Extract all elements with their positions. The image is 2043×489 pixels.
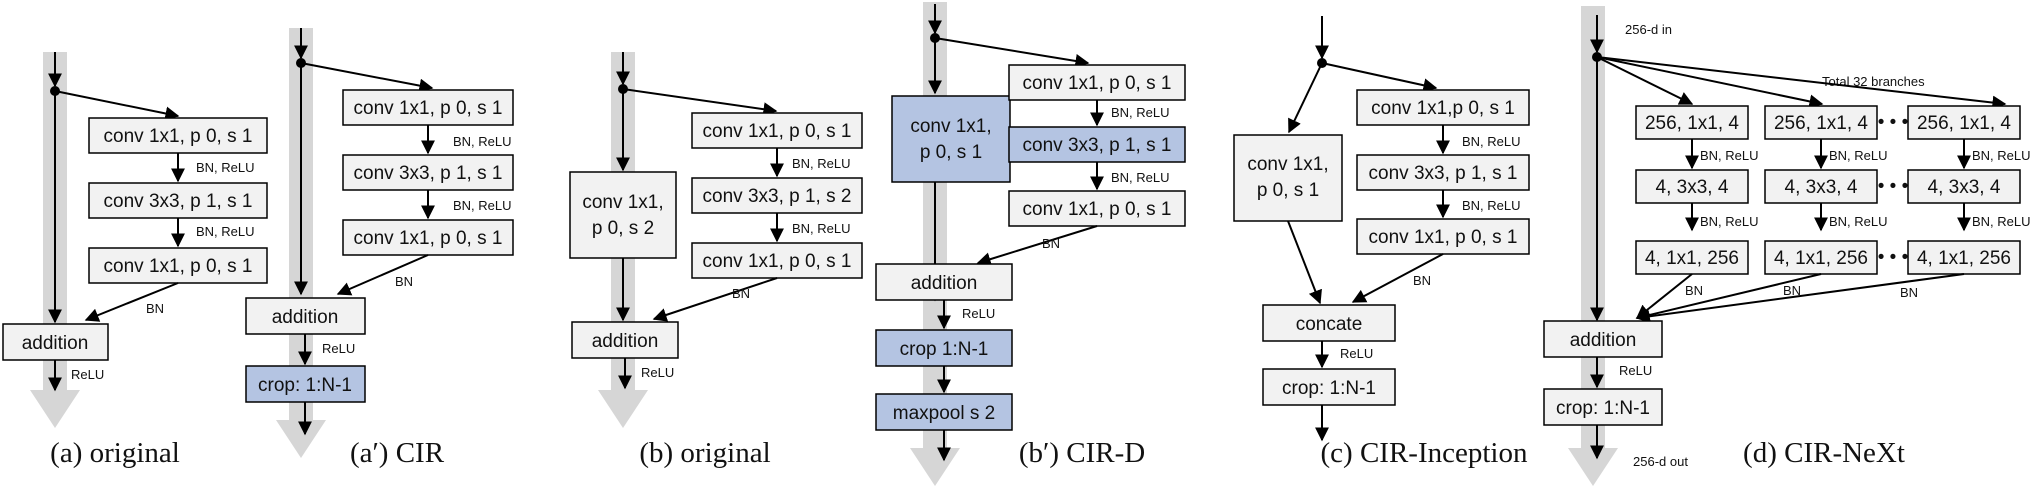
addition-box-d: addition <box>1570 330 1637 351</box>
bn-relu-label: BN, ReLU <box>196 224 255 239</box>
bn-label: BN <box>1042 236 1060 251</box>
conv-box-a-prime-2: conv 3x3, p 1, s 1 <box>354 163 503 184</box>
relu-label: ReLU <box>1340 346 1373 361</box>
caption-a-prime: (a′) CIR <box>350 437 445 469</box>
addition-box-a: addition <box>22 333 89 354</box>
ellipsis-row-3: • • • <box>1878 247 1909 268</box>
branch-2-conv-3: 4, 1x1, 256 <box>1774 248 1868 269</box>
branch-32-conv-2: 4, 3x3, 4 <box>1928 177 2001 198</box>
bn-relu-label: BN, ReLU <box>1972 214 2031 229</box>
branch-1-conv-3: 4, 1x1, 256 <box>1645 248 1739 269</box>
caption-c: (c) CIR-Inception <box>1321 437 1528 469</box>
crop-box-a-prime: crop: 1:N-1 <box>258 375 352 396</box>
bn-relu-label: BN, ReLU <box>1700 148 1759 163</box>
bn-relu-label: BN, ReLU <box>1829 214 1888 229</box>
conv-box-a-3: conv 1x1, p 0, s 1 <box>104 256 253 277</box>
conv-box-a-2: conv 3x3, p 1, s 1 <box>104 191 253 212</box>
bn-relu-label: BN, ReLU <box>1111 170 1170 185</box>
bn-relu-label: BN, ReLU <box>453 198 512 213</box>
conv-box-b-3: conv 1x1, p 0, s 1 <box>703 251 852 272</box>
relu-label: ReLU <box>322 341 355 356</box>
branch-1-conv-1: 256, 1x1, 4 <box>1645 113 1739 134</box>
conv-box-a-prime-3: conv 1x1, p 0, s 1 <box>354 228 503 249</box>
conv-box-a-1: conv 1x1, p 0, s 1 <box>104 126 253 147</box>
panel-c-cir-inception: conv 1x1, p 0, s 1 conv 1x1,p 0, s 1 BN,… <box>1233 16 1530 469</box>
panel-b-original: conv 1x1, p 0, s 2 conv 1x1, p 0, s 1 BN… <box>569 52 863 469</box>
conv-box-b-2: conv 3x3, p 1, s 2 <box>703 186 852 207</box>
branch-conv-c-line2: p 0, s 1 <box>1257 180 1319 201</box>
bn-relu-label: BN, ReLU <box>1700 214 1759 229</box>
output-dim-label: 256-d out <box>1633 454 1688 469</box>
crop-box-b-prime: crop 1:N-1 <box>900 339 989 360</box>
shortcut-conv-b-prime-line2: p 0, s 1 <box>920 142 982 163</box>
conv-box-c-3: conv 1x1, p 0, s 1 <box>1369 227 1518 248</box>
branch-32-conv-3: 4, 1x1, 256 <box>1917 248 2011 269</box>
branch-1-conv-2: 4, 3x3, 4 <box>1656 177 1729 198</box>
relu-label: ReLU <box>1619 363 1652 378</box>
conv-box-b-1: conv 1x1, p 0, s 1 <box>703 121 852 142</box>
bn-relu-label: BN, ReLU <box>792 156 851 171</box>
panel-d-cir-next: 256-d in Total 32 branches 256, 1x1, 4 B… <box>1543 6 2031 486</box>
caption-a: (a) original <box>50 437 180 469</box>
bn-relu-label: BN, ReLU <box>1829 148 1888 163</box>
relu-label: ReLU <box>962 306 995 321</box>
addition-box-a-prime: addition <box>272 307 339 328</box>
bn-label: BN <box>1900 285 1918 300</box>
maxpool-box-b-prime: maxpool s 2 <box>893 403 995 424</box>
ellipsis-row-1: • • • <box>1878 112 1909 133</box>
branch-32-conv-1: 256, 1x1, 4 <box>1917 113 2011 134</box>
conv-box-b-prime-2: conv 3x3, p 1, s 1 <box>1023 135 1172 156</box>
caption-b-prime: (b′) CIR-D <box>1019 437 1145 469</box>
crop-box-d: crop: 1:N-1 <box>1556 398 1650 419</box>
bn-relu-label: BN, ReLU <box>1462 198 1521 213</box>
bn-label: BN <box>1783 283 1801 298</box>
bn-relu-label: BN, ReLU <box>792 221 851 236</box>
conv-box-c-1: conv 1x1,p 0, s 1 <box>1371 98 1515 119</box>
bn-label: BN <box>395 274 413 289</box>
panel-b-prime-cir-d: conv 1x1, p 0, s 1 conv 1x1, p 0, s 1 BN… <box>875 2 1186 486</box>
trunk-arrow-d <box>1568 6 1618 486</box>
branch-2-conv-1: 256, 1x1, 4 <box>1774 113 1868 134</box>
branch-conv-c-line1: conv 1x1, <box>1247 154 1328 175</box>
bn-label: BN <box>732 286 750 301</box>
input-dim-label: 256-d in <box>1625 22 1672 37</box>
conv-box-c-2: conv 3x3, p 1, s 1 <box>1369 163 1518 184</box>
panel-a-original: conv 1x1, p 0, s 1 BN, ReLU conv 3x3, p … <box>2 52 268 469</box>
bn-label: BN <box>1685 283 1703 298</box>
conv-box-a-prime-1: conv 1x1, p 0, s 1 <box>354 98 503 119</box>
addition-box-b-prime: addition <box>911 273 978 294</box>
caption-d: (d) CIR-NeXt <box>1743 437 1905 469</box>
shortcut-conv-b-prime-line1: conv 1x1, <box>910 116 991 137</box>
bn-relu-label: BN, ReLU <box>196 160 255 175</box>
bn-label: BN <box>146 301 164 316</box>
conv-box-b-prime-3: conv 1x1, p 0, s 1 <box>1023 199 1172 220</box>
branch-2-conv-2: 4, 3x3, 4 <box>1785 177 1858 198</box>
caption-b: (b) original <box>639 437 770 469</box>
addition-box-b: addition <box>592 331 659 352</box>
bn-label: BN <box>1413 273 1431 288</box>
panel-a-prime-cir: conv 1x1, p 0, s 1 BN, ReLU conv 3x3, p … <box>245 28 514 469</box>
bn-relu-label: BN, ReLU <box>453 134 512 149</box>
relu-label: ReLU <box>71 367 104 382</box>
concate-box-c: concate <box>1296 314 1363 335</box>
branches-note: Total 32 branches <box>1822 74 1925 89</box>
bn-relu-label: BN, ReLU <box>1111 105 1170 120</box>
relu-label: ReLU <box>641 365 674 380</box>
conv-box-b-prime-1: conv 1x1, p 0, s 1 <box>1023 73 1172 94</box>
shortcut-conv-b-line2: p 0, s 2 <box>592 218 654 239</box>
bn-relu-label: BN, ReLU <box>1462 134 1521 149</box>
bn-relu-label: BN, ReLU <box>1972 148 2031 163</box>
ellipsis-row-2: • • • <box>1878 176 1909 197</box>
crop-box-c: crop: 1:N-1 <box>1282 378 1376 399</box>
shortcut-conv-b-line1: conv 1x1, <box>582 192 663 213</box>
